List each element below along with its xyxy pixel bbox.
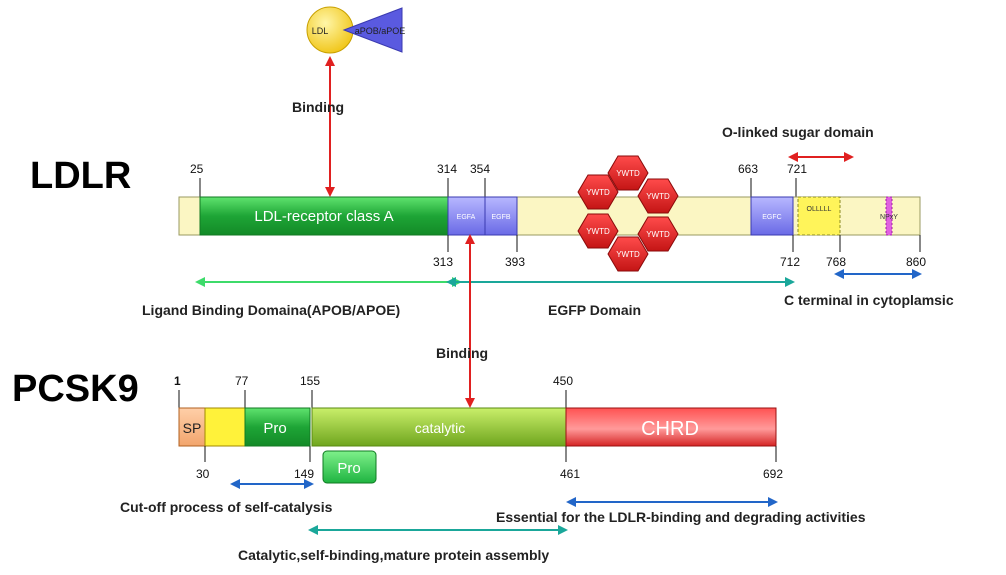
ldlr-pos-721: 721 <box>787 162 807 176</box>
chrd-domain <box>565 407 777 447</box>
pcsk9-pos-450: 450 <box>553 374 573 388</box>
ldlr-title: LDLR <box>30 155 131 197</box>
ywtd-hex-3: YWTD <box>637 178 679 214</box>
apo-triangle-icon <box>342 7 403 53</box>
sp-label: SP <box>183 420 202 436</box>
ligand-region-label: Ligand Binding Domaina(APOB/APOE) <box>142 302 400 318</box>
ywtd-hex-1: YWTD <box>577 174 619 210</box>
ywtd-hex-5: YWTD <box>607 236 649 272</box>
pcsk9-pos-149: 149 <box>294 467 314 481</box>
ywtd-hex-4: YWTD <box>637 216 679 252</box>
catalytic-label: catalytic <box>415 420 466 436</box>
ldlr-class-a-label: LDL-receptor class A <box>254 208 393 225</box>
cleaved-pro-label: Pro <box>337 460 360 477</box>
pcsk9-title: PCSK9 <box>12 368 139 410</box>
binding-label-mid: Binding <box>436 345 488 361</box>
ldlr-pos-314: 314 <box>437 162 457 176</box>
pcsk9-pos-692: 692 <box>763 467 783 481</box>
pcsk9-bar: SP Pro catalytic CHRD <box>178 407 777 447</box>
egfc-domain <box>750 196 794 236</box>
npxy-label: NPxY <box>880 214 898 221</box>
ywtd-label-5: YWTD <box>616 250 640 259</box>
egfp-region-label: EGFP Domain <box>548 302 641 318</box>
sp-domain <box>178 407 206 447</box>
ywtd-label-4: YWTD <box>646 230 670 239</box>
ywtd-hex-6: YWTD <box>577 213 619 249</box>
binding-label-top: Binding <box>292 99 344 115</box>
ldlr-pos-25: 25 <box>190 162 204 176</box>
catalytic-domain <box>311 407 567 447</box>
ldlr-pos-354: 354 <box>470 162 490 176</box>
ldl-label: LDL <box>312 26 329 36</box>
ldlr-class-a-domain <box>199 196 449 236</box>
essential-label: Essential for the LDLR-binding and degra… <box>496 509 866 525</box>
ywtd-hex-2: YWTD <box>607 155 649 191</box>
ldlr-pos-313: 313 <box>433 255 453 269</box>
catalytic-note-label: Catalytic,self-binding,mature protein as… <box>238 547 549 563</box>
c-terminal-label: C terminal in cytoplamsic <box>784 292 954 308</box>
apo-label: aPOB/aPOE <box>355 26 406 36</box>
ldlr-pos-768: 768 <box>826 255 846 269</box>
cutoff-label: Cut-off process of self-catalysis <box>120 499 333 515</box>
o-linked-label: O-linked sugar domain <box>722 124 874 140</box>
pcsk9-pos-30: 30 <box>196 467 210 481</box>
chrd-label: CHRD <box>641 418 699 440</box>
cleaved-pro-box <box>322 450 377 484</box>
pcsk9-pos-461: 461 <box>560 467 580 481</box>
egfb-domain <box>484 196 518 236</box>
ldl-ligand: LDL aPOB/aPOE <box>306 6 406 54</box>
pro-domain <box>244 407 311 447</box>
o-linked-domain <box>797 196 841 236</box>
egfc-label: EGFC <box>762 214 781 221</box>
pcsk9-pos-155: 155 <box>300 374 320 388</box>
pcsk9-pos-1: 1 <box>174 374 181 388</box>
pro-label: Pro <box>263 420 286 437</box>
ldlr-pos-712: 712 <box>780 255 800 269</box>
prodomain-yellow <box>204 407 246 447</box>
ywtd-label-1: YWTD <box>586 188 610 197</box>
egfa-label: EGFA <box>457 214 476 221</box>
ldlr-pos-393: 393 <box>505 255 525 269</box>
ywtd-label-2: YWTD <box>616 169 640 178</box>
ywtd-label-3: YWTD <box>646 192 670 201</box>
ldlr-pos-860: 860 <box>906 255 926 269</box>
npxy-domain <box>885 196 893 236</box>
egfb-label: EGFB <box>491 214 510 221</box>
ldlr-bar: LDL-receptor class A EGFA EGFB EGFC OLLL… <box>178 196 921 236</box>
ywtd-propeller: YWTD YWTD YWTD YWTD YWTD YWTD <box>577 155 679 272</box>
ywtd-label-6: YWTD <box>586 227 610 236</box>
ldlr-pos-663: 663 <box>738 162 758 176</box>
o-linked-box-label: OLLLLL <box>807 206 832 213</box>
pcsk9-pos-77: 77 <box>235 374 249 388</box>
